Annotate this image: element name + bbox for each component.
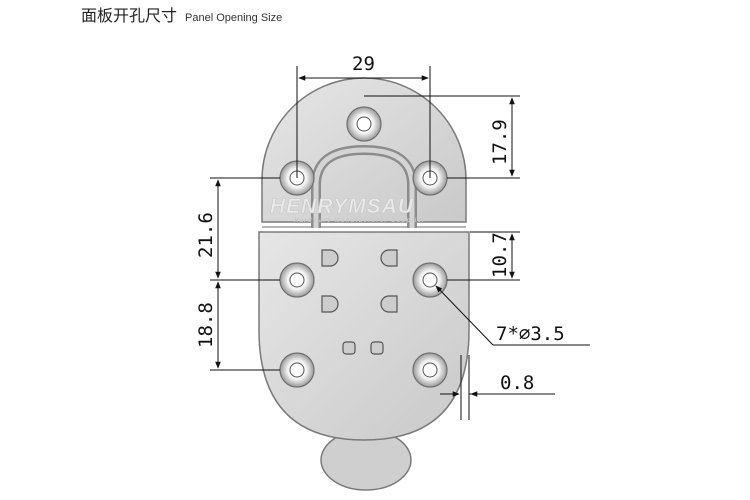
dim-right-top-label: 17.9 [489,119,511,165]
hole-lower-right [412,352,448,388]
latch-slots [321,249,398,355]
watermark-brand: HENRYMSAU [270,195,414,218]
title-chinese: 面板开孔尺寸 [81,6,178,25]
mounting-holes [279,106,448,388]
dim-edge-offset [440,355,555,420]
hole-mid-left [279,262,315,298]
dim-top-width [296,66,431,178]
dim-top-width-label: 29 [352,53,375,75]
hole-lower-left [279,352,315,388]
dim-left-lines [210,177,280,371]
hole-callout-leader [435,285,590,346]
dim-left-top-label: 21.6 [195,212,217,258]
dim-edge-offset-label: 0.8 [500,372,534,394]
title-english: Panel Opening Size [185,12,283,24]
dim-right-mid-label: 10.7 [489,232,511,278]
watermark-tagline: Hardware Manufacturer Supplier [294,218,426,224]
dim-right-lines [364,95,520,281]
dim-left-bottom-label: 18.8 [195,302,217,348]
lower-plate [258,231,470,441]
page-title: 面板开孔尺寸 Panel Opening Size [81,2,282,26]
hole-callout-label: 7*∅3.5 [496,323,565,345]
hole-top [346,106,382,142]
